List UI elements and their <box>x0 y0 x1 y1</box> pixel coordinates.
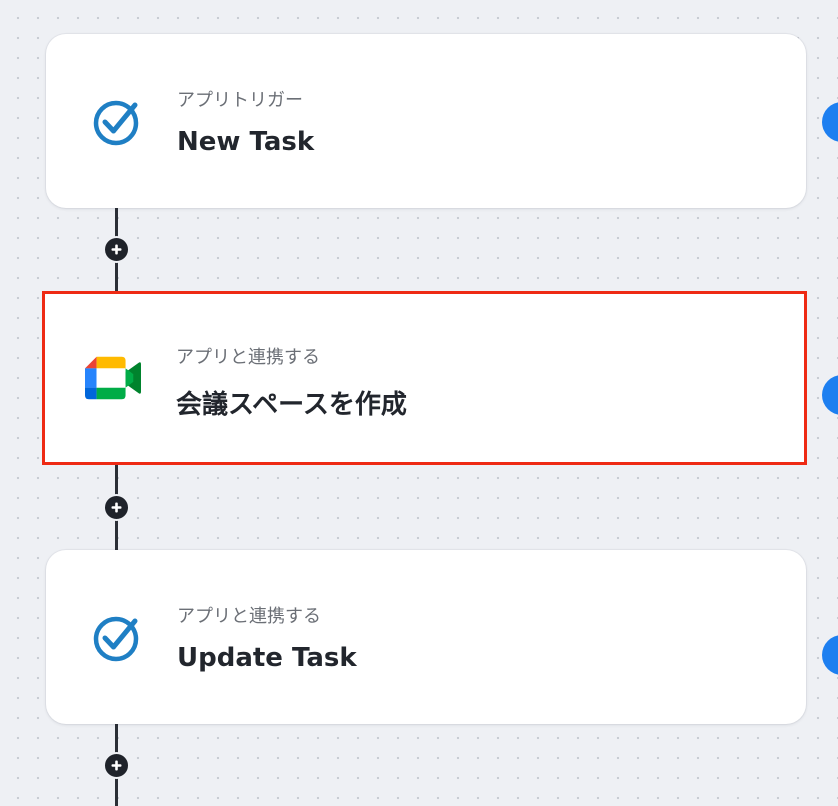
step-status-indicator <box>822 635 838 675</box>
google-meet-icon <box>85 350 141 406</box>
task-check-icon <box>90 93 146 149</box>
step-action-title: New Task <box>177 127 315 157</box>
step-type-label: アプリと連携する <box>177 606 321 627</box>
step-status-indicator <box>822 375 838 415</box>
plus-icon <box>111 502 122 513</box>
step-type-label: アプリトリガー <box>177 90 303 111</box>
add-step-button[interactable] <box>103 752 130 779</box>
plus-icon <box>111 244 122 255</box>
plus-icon <box>111 760 122 771</box>
task-check-icon <box>90 609 146 665</box>
flow-step-card-update-task[interactable]: アプリと連携する Update Task <box>46 550 806 724</box>
flow-step-card-create-meeting-space[interactable]: アプリと連携する 会議スペースを作成 <box>42 291 807 465</box>
add-step-button[interactable] <box>103 236 130 263</box>
step-status-indicator <box>822 102 838 142</box>
step-action-title: Update Task <box>177 643 357 673</box>
add-step-button[interactable] <box>103 494 130 521</box>
step-action-title: 会議スペースを作成 <box>176 390 407 420</box>
step-type-label: アプリと連携する <box>176 347 320 368</box>
flow-step-card-new-task[interactable]: アプリトリガー New Task <box>46 34 806 208</box>
